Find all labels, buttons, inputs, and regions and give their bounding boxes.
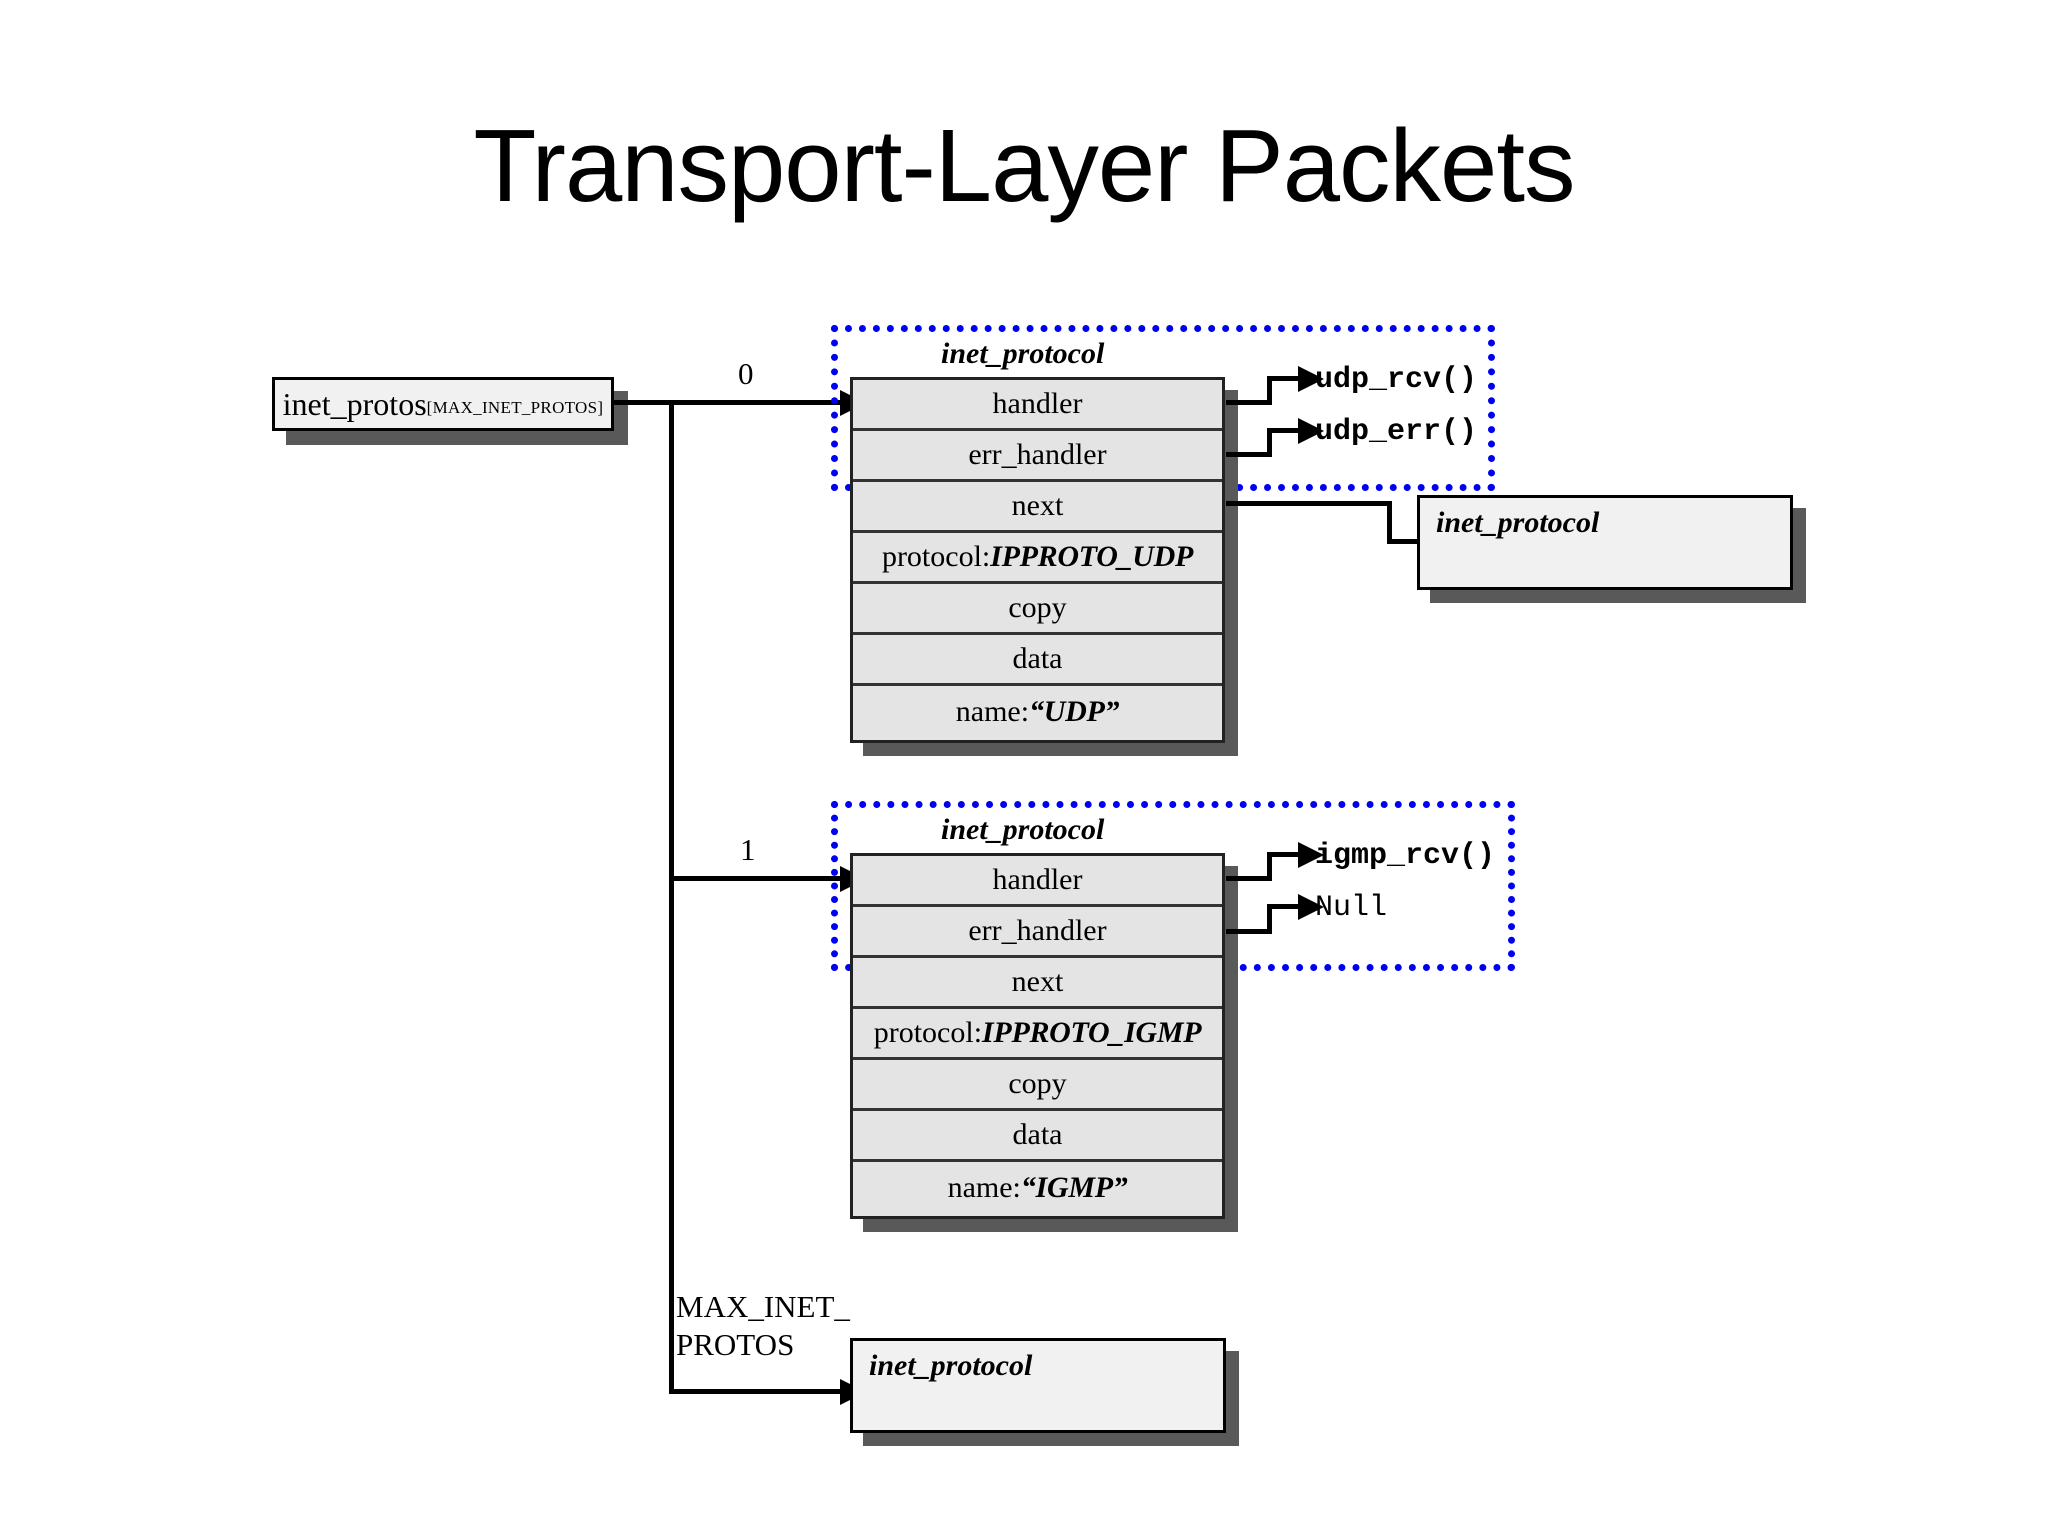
udp-row-protocol-value: IPPROTO_UDP [990, 540, 1194, 573]
last-inet-protocol-box[interactable]: inet_protocol [850, 1338, 1226, 1433]
igmp-handler-connector-h1 [1226, 876, 1272, 881]
igmp-row-handler[interactable]: handler [853, 856, 1222, 907]
igmp-row-data[interactable]: data [853, 1111, 1222, 1162]
udp-err-connector-v [1267, 428, 1272, 457]
udp-struct-type-label: inet_protocol [941, 337, 1105, 370]
udp-handler-arrowhead [1298, 366, 1324, 392]
udp-row-name-prefix: name: [955, 694, 1030, 728]
udp-row-name-value: “UDP” [1029, 694, 1120, 728]
igmp-row-handler-label: handler [992, 863, 1083, 896]
page-title: Transport-Layer Packets [473, 108, 1576, 223]
udp-row-data-label: data [1012, 642, 1063, 675]
udp-handler-connector-v [1267, 376, 1272, 405]
igmp-struct[interactable]: handler err_handler next protocol:IPPROT… [850, 853, 1225, 1219]
igmp-handler-arrowhead [1298, 842, 1324, 868]
udp-row-protocol-prefix: protocol: [881, 540, 991, 573]
igmp-row-next[interactable]: next [853, 958, 1222, 1009]
udp-err-connector-h1 [1226, 452, 1272, 457]
index-label-0: 0 [738, 356, 754, 391]
udp-row-data[interactable]: data [853, 635, 1222, 686]
index-label-1: 1 [740, 832, 756, 867]
igmp-err-arrowhead [1298, 894, 1324, 920]
igmp-row-name[interactable]: name:“IGMP” [853, 1162, 1222, 1213]
udp-row-handler[interactable]: handler [853, 380, 1222, 431]
next-inet-protocol-label: inet_protocol [1436, 506, 1600, 539]
igmp-row-name-prefix: name: [947, 1170, 1021, 1204]
udp-row-err-handler[interactable]: err_handler [853, 431, 1222, 482]
igmp-row-protocol[interactable]: protocol:IPPROTO_IGMP [853, 1009, 1222, 1060]
igmp-row-name-value: “IGMP” [1020, 1170, 1128, 1204]
udp-row-handler-label: handler [992, 387, 1083, 420]
igmp-err-connector-h2 [1267, 904, 1305, 909]
inet-protos-subscript: [MAX_INET_PROTOS] [426, 398, 604, 417]
udp-err-arrowhead [1298, 418, 1324, 444]
igmp-row-protocol-prefix: protocol: [873, 1016, 983, 1049]
last-inet-protocol-label: inet_protocol [869, 1349, 1033, 1382]
igmp-row-protocol-value: IPPROTO_IGMP [982, 1016, 1202, 1049]
inet-protos-array-box[interactable]: inet_protos[MAX_INET_PROTOS] [272, 377, 614, 431]
udp-row-next[interactable]: next [853, 482, 1222, 533]
udp-row-protocol[interactable]: protocol:IPPROTO_UDP [853, 533, 1222, 584]
trunk-top-segment [612, 400, 674, 405]
igmp-row-data-label: data [1012, 1118, 1063, 1151]
udp-row-copy-label: copy [1008, 591, 1067, 624]
udp-row-copy[interactable]: copy [853, 584, 1222, 635]
igmp-handler-connector-h2 [1267, 852, 1305, 857]
index-label-max: MAX_INET_ PROTOS [676, 1288, 850, 1364]
igmp-struct-type-label: inet_protocol [941, 813, 1105, 846]
trunk-vertical-spine [669, 400, 674, 1394]
udp-row-next-label: next [1011, 489, 1064, 522]
igmp-row-err-handler-label: err_handler [968, 914, 1107, 947]
index-label-max-line1: MAX_INET_ [676, 1289, 850, 1324]
next-inet-protocol-box[interactable]: inet_protocol [1417, 495, 1793, 590]
inet-protos-name: inet_protos [282, 385, 427, 422]
udp-row-name[interactable]: name:“UDP” [853, 686, 1222, 737]
udp-handler-target-label: udp_rcv() [1315, 363, 1478, 397]
udp-next-connector-h1 [1226, 501, 1392, 506]
udp-struct[interactable]: handler err_handler next protocol:IPPROT… [850, 377, 1225, 743]
igmp-err-connector-v [1267, 904, 1272, 934]
igmp-handler-target-label: igmp_rcv() [1315, 839, 1496, 873]
udp-next-connector-v [1387, 501, 1392, 544]
igmp-row-err-handler[interactable]: err_handler [853, 907, 1222, 958]
igmp-row-copy-label: copy [1008, 1067, 1067, 1100]
branch-1-line [669, 876, 849, 881]
igmp-handler-connector-v [1267, 852, 1272, 881]
udp-handler-connector-h2 [1267, 376, 1305, 381]
igmp-err-target-label: Null [1315, 891, 1388, 925]
udp-err-target-label: udp_err() [1315, 415, 1478, 449]
igmp-row-copy[interactable]: copy [853, 1060, 1222, 1111]
branch-0-line [669, 400, 849, 405]
igmp-row-next-label: next [1011, 965, 1064, 998]
branch-max-line [669, 1389, 849, 1394]
udp-row-err-handler-label: err_handler [968, 438, 1107, 471]
udp-handler-connector-h1 [1226, 400, 1272, 405]
udp-err-connector-h2 [1267, 428, 1305, 433]
igmp-err-connector-h1 [1226, 929, 1272, 934]
index-label-max-line2: PROTOS [676, 1326, 795, 1362]
